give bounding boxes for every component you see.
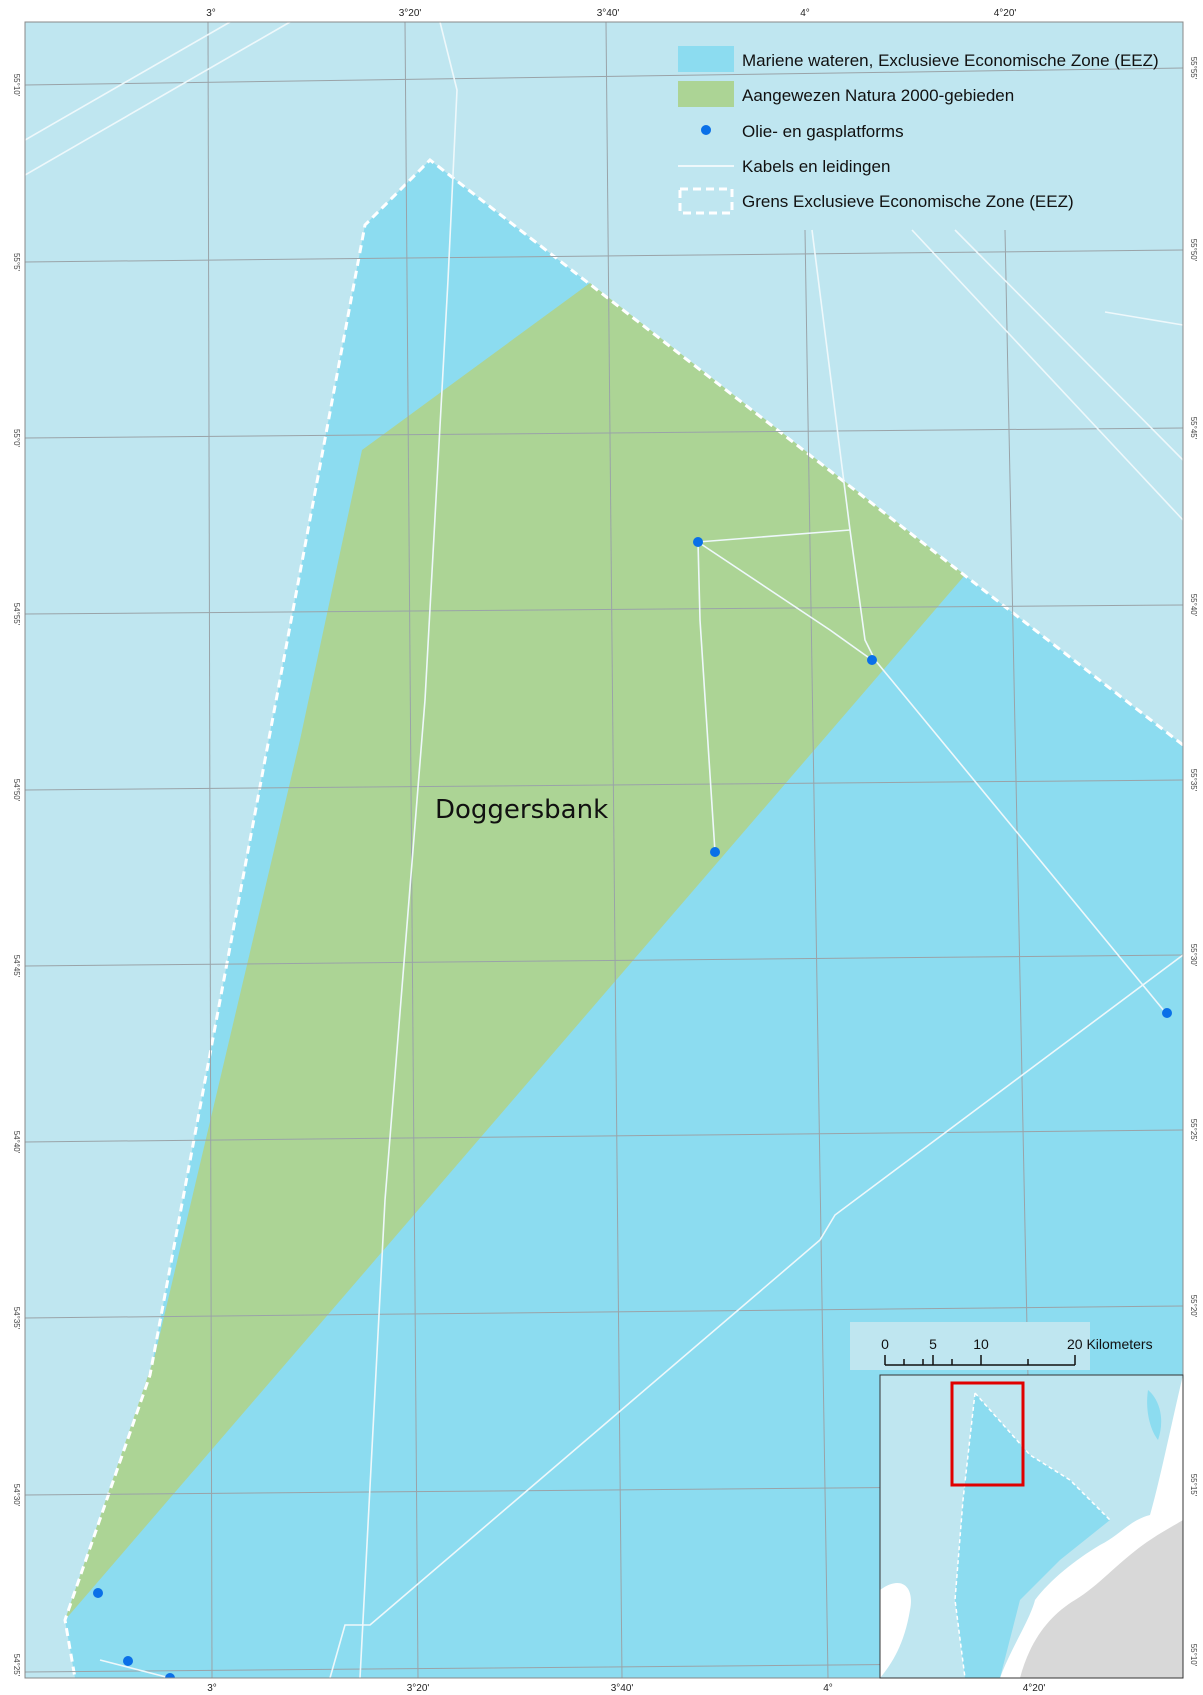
lon-tick-label: 3°40' xyxy=(611,1683,634,1694)
lon-tick-label: 3° xyxy=(207,1683,217,1694)
area-label-doggersbank: Doggersbank xyxy=(435,795,608,825)
platform-dot-icon xyxy=(701,125,711,135)
lat-tick-label: 55°20' xyxy=(1189,1295,1198,1318)
inset-border xyxy=(879,1374,1184,1679)
platform-point xyxy=(710,847,720,857)
natura-swatch-icon xyxy=(678,81,734,107)
lat-tick-label: 55°45' xyxy=(1189,417,1198,440)
legend-label-natura: Aangewezen Natura 2000-gebieden xyxy=(742,86,1014,105)
scale-label: 5 xyxy=(929,1336,937,1352)
lat-tick-label: 54°55' xyxy=(12,603,21,626)
graticule-parallels xyxy=(25,67,1183,1673)
lat-tick-label: 54°25' xyxy=(12,1654,21,1677)
map-border xyxy=(24,21,1184,1679)
lon-tick-label: 3° xyxy=(206,8,216,19)
lat-tick-label: 55°30' xyxy=(1189,944,1198,967)
inset-inlet xyxy=(1147,1390,1162,1440)
lon-tick-label: 4° xyxy=(800,8,810,19)
legend-label-eez-border: Grens Exclusieve Economische Zone (EEZ) xyxy=(742,192,1074,211)
eez-boundary xyxy=(63,158,1183,1678)
platform-point xyxy=(165,1673,175,1678)
lat-tick-label: 55°40' xyxy=(1189,594,1198,617)
inset-extent-frame xyxy=(950,1381,1025,1487)
lat-tick-label: 55°50' xyxy=(1189,239,1198,262)
lon-tick-label: 4° xyxy=(823,1683,833,1694)
scale-label: 0 xyxy=(881,1336,889,1352)
platform-point xyxy=(93,1588,103,1598)
oil-gas-platforms xyxy=(93,537,1172,1678)
platform-point xyxy=(867,655,877,665)
latitude-labels-right: 55°55' 55°50' 55°45' 55°40' 55°35' 55°30… xyxy=(1189,57,1198,1667)
eez-swatch-icon xyxy=(678,46,734,72)
lat-tick-label: 55°0' xyxy=(12,429,21,448)
lat-tick-label: 55°5' xyxy=(12,253,21,272)
longitude-labels-top: 3° 3°20' 3°40' 4° 4°20' xyxy=(206,8,1016,19)
natura2000-area xyxy=(65,283,965,1620)
lat-tick-label: 54°45' xyxy=(12,955,21,978)
lat-tick-label: 55°10' xyxy=(12,74,21,97)
legend-label-platforms: Olie- en gasplatforms xyxy=(742,122,904,141)
lon-tick-label: 3°40' xyxy=(597,8,620,19)
scale-label: 20 Kilometers xyxy=(1067,1336,1153,1352)
lat-tick-label: 55°10' xyxy=(1189,1644,1198,1667)
lat-tick-label: 55°15' xyxy=(1189,1474,1198,1497)
platform-point xyxy=(693,537,703,547)
lat-tick-label: 54°40' xyxy=(12,1131,21,1154)
lat-tick-label: 55°55' xyxy=(1189,57,1198,80)
eez-border-swatch-icon xyxy=(678,187,734,215)
lat-tick-label: 55°25' xyxy=(1189,1119,1198,1142)
longitude-labels-bottom: 3° 3°20' 3°40' 4° 4°20' xyxy=(207,1683,1045,1694)
inset-uk-land xyxy=(880,1582,911,1678)
scale-label: 10 xyxy=(973,1336,989,1352)
main-map: Doggersbank xyxy=(25,22,1183,1678)
inset-eez xyxy=(955,1393,1110,1678)
lat-tick-label: 54°50' xyxy=(12,779,21,802)
lat-tick-label: 54°35' xyxy=(12,1307,21,1330)
cables-and-pipelines xyxy=(25,22,1183,1678)
scale-bar-background xyxy=(850,1322,1090,1370)
platform-point xyxy=(1162,1008,1172,1018)
lat-tick-label: 54°30' xyxy=(12,1484,21,1507)
platform-point xyxy=(123,1656,133,1666)
lon-tick-label: 3°20' xyxy=(399,8,422,19)
legend-label-eez: Mariene wateren, Exclusieve Economische … xyxy=(742,51,1159,70)
legend-label-cables: Kabels en leidingen xyxy=(742,157,890,176)
lat-tick-label: 55°35' xyxy=(1189,769,1198,792)
legend: Mariene wateren, Exclusieve Economische … xyxy=(678,46,1159,215)
latitude-labels-left: 55°10' 55°5' 55°0' 54°55' 54°50' 54°45' … xyxy=(12,74,21,1677)
lon-tick-label: 3°20' xyxy=(407,1683,430,1694)
scale-bar: 0 5 10 20 Kilometers xyxy=(850,1322,1153,1370)
lon-tick-label: 4°20' xyxy=(1023,1683,1046,1694)
lon-tick-label: 4°20' xyxy=(994,8,1017,19)
inset-netherlands xyxy=(1020,1520,1183,1678)
inset-overview-map xyxy=(879,1374,1184,1679)
